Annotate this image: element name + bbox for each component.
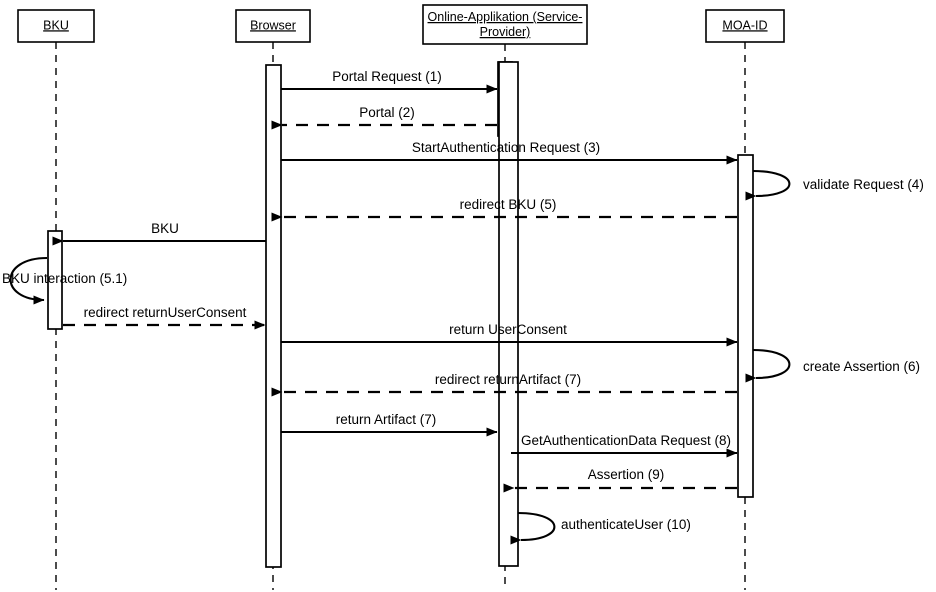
participant-label: Online-Applikation (Service-Provider) [428, 10, 583, 39]
participant-browser[interactable]: Browser [235, 9, 311, 43]
message-5: redirect BKU (5) [271, 197, 737, 222]
message-1: Portal Request (1) [281, 69, 498, 94]
message-label: authenticateUser (10) [561, 517, 691, 532]
message-label: Assertion (9) [588, 467, 665, 482]
participant-moa_id[interactable]: MOA-ID [705, 9, 785, 43]
messages-layer: Portal Request (1) Portal (2) StartAuthent… [2, 69, 924, 545]
message-label: BKU interaction (5.1) [2, 271, 127, 286]
message-4: validate Request (4) [745, 169, 924, 201]
participant-label: BKU [43, 18, 69, 32]
message-label: Portal Request (1) [332, 69, 442, 84]
message-6a: redirect returnUserConsent [63, 305, 266, 330]
message-5.1: BKU interaction (5.1) [2, 256, 127, 305]
message-label: StartAuthentication Request (3) [412, 140, 600, 155]
message-5a: BKU [52, 221, 266, 246]
message-label: create Assertion (6) [803, 359, 920, 374]
participant-label: MOA-ID [722, 18, 767, 32]
activation-bar-browser [265, 64, 282, 568]
message-9: Assertion (9) [503, 467, 737, 493]
message-7a: redirect returnArtifact (7) [271, 372, 737, 397]
participants-layer: BKU Browser Online-Applikation (Service-Pr… [17, 4, 785, 45]
message-label: validate Request (4) [803, 177, 924, 192]
self-message-line [745, 169, 791, 201]
participant-bku[interactable]: BKU [17, 9, 95, 43]
participant-box[interactable] [422, 4, 588, 45]
participant-box[interactable] [235, 9, 311, 43]
self-message-line [745, 348, 791, 383]
activation-bar-online_applikation [498, 61, 519, 567]
message-label: redirect returnUserConsent [84, 305, 247, 320]
message-6: create Assertion (6) [745, 348, 920, 383]
message-10: authenticateUser (10) [510, 511, 691, 545]
message-label: return Artifact (7) [336, 412, 437, 427]
self-message-line [9, 256, 48, 305]
participant-label: Browser [250, 18, 296, 32]
message-label: BKU [151, 221, 179, 236]
activation-bar-moa_id [737, 154, 754, 498]
activation-bar-bku [47, 230, 63, 330]
message-label: redirect returnArtifact (7) [435, 372, 581, 387]
message-2: Portal (2) [271, 105, 497, 130]
message-label: return UserConsent [449, 322, 567, 337]
message-3: StartAuthentication Request (3) [281, 140, 738, 165]
message-label: redirect BKU (5) [460, 197, 557, 212]
participant-online_applikation[interactable]: Online-Applikation (Service-Provider) [422, 4, 588, 45]
participant-box[interactable] [17, 9, 95, 43]
participant-box[interactable] [705, 9, 785, 43]
self-message-line [510, 511, 556, 545]
message-label: Portal (2) [359, 105, 415, 120]
message-label: GetAuthenticationData Request (8) [521, 433, 731, 448]
message-8: GetAuthenticationData Request (8) [511, 433, 738, 458]
message-7b: return Artifact (7) [281, 412, 498, 437]
message-6b: return UserConsent [281, 322, 738, 347]
activations-layer [47, 61, 754, 568]
